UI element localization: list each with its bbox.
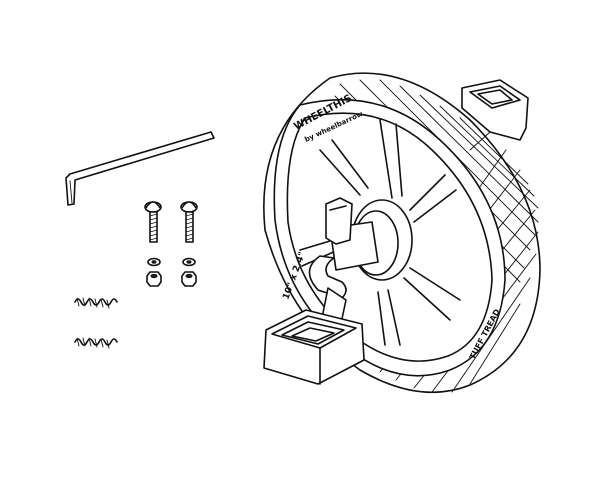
mount-bracket-front <box>263 309 365 385</box>
spring-lower <box>74 337 118 349</box>
washer-right <box>182 257 196 267</box>
washer-left <box>147 257 161 267</box>
mount-bracket-rear <box>461 79 529 141</box>
hub <box>329 199 413 281</box>
bolt-left <box>144 201 162 243</box>
spring-upper <box>74 297 118 309</box>
wheel: WHEELTHIS by wheelbarrow 10" x 2.4" TUFF… <box>263 72 541 394</box>
hex-key <box>65 131 215 206</box>
nut-left <box>146 271 162 287</box>
spokes <box>299 119 461 346</box>
nut-right <box>181 271 197 287</box>
bolt-right <box>180 201 198 243</box>
